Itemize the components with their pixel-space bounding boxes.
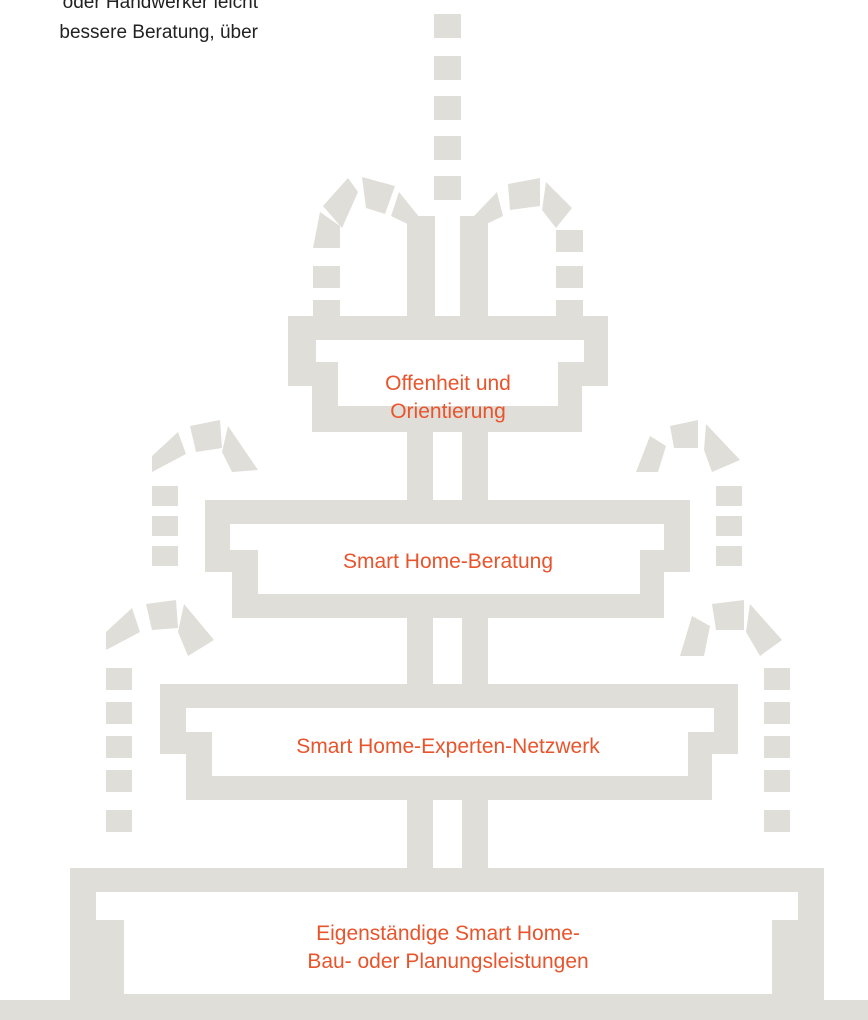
arc-top-left: [313, 177, 420, 322]
tier-4-basin: [0, 868, 868, 1020]
tier-2-basin: [205, 500, 690, 618]
tier-4-label: Eigenständige Smart Home- Bau- oder Plan…: [148, 920, 748, 976]
arc-mid-right: [636, 420, 742, 566]
arc-low-left: [106, 600, 214, 832]
tier-3-basin: [160, 684, 738, 800]
arc-top-right: [474, 178, 583, 322]
tier-4-label-line-1: Eigenständige Smart Home-: [316, 922, 580, 945]
intro-text-fragment: oder Handwerker leicht bessere Beratung,…: [59, 0, 258, 48]
tier-4-label-line-2: Bau- oder Planungsleistungen: [307, 950, 589, 973]
tier-1-label-line-2: Orientierung: [390, 400, 506, 423]
tier-3-label: Smart Home-Experten-Netzwerk: [296, 735, 600, 758]
intro-text-line-1: oder Handwerker leicht: [62, 0, 258, 13]
tier-1-label-line-1: Offenheit und: [385, 372, 511, 395]
intro-text-line-2: bessere Beratung, über: [59, 22, 258, 43]
tier-1-label: Offenheit und Orientierung: [298, 370, 598, 426]
tier-2-label: Smart Home-Beratung: [342, 550, 554, 573]
arc-mid-left: [152, 420, 258, 566]
arc-low-right: [680, 600, 790, 832]
tier-1-basin: [288, 316, 608, 432]
top-jet: [434, 14, 461, 200]
center-stem: [407, 216, 488, 870]
